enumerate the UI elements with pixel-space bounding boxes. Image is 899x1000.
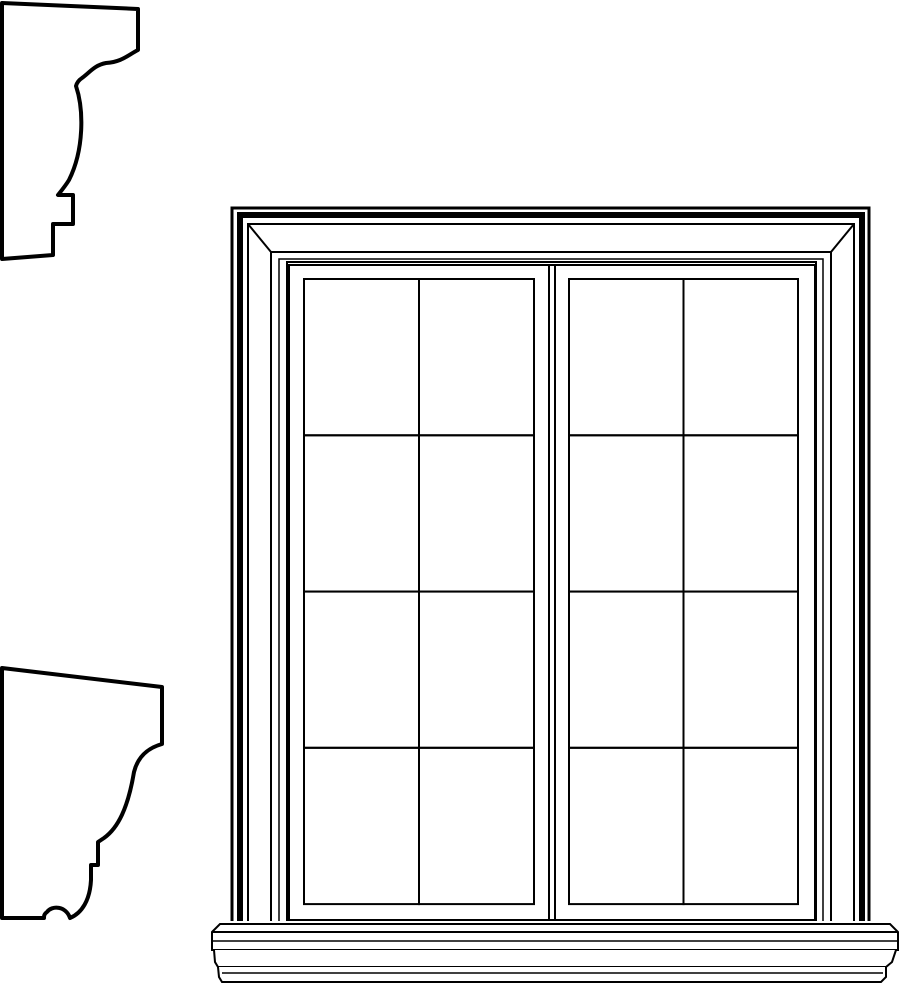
miter-line-right [830,223,855,253]
glass-pane [682,278,799,437]
glass-pane [682,434,799,593]
glass-pane [418,590,535,749]
glass-pane [568,434,685,593]
sill-top-nose [211,923,899,951]
jamb-line-a [278,258,824,921]
glass-pane [418,278,535,437]
glass-pane [303,434,420,593]
sill-molding-profile [0,666,164,920]
glass-pane [303,278,420,437]
glass-pane [568,746,685,906]
window-sill [211,923,899,983]
window-elevation [211,206,899,983]
glass-pane [568,590,685,749]
glass-pane [682,746,799,906]
sill-apron [213,949,897,968]
inner-casing-miter [270,251,832,921]
casing-profile-outline [0,1,140,261]
miter-line-left [247,223,272,253]
casing-molding-profile [0,1,140,261]
outer-casing-frame [230,206,871,921]
sill-profile-outline [0,666,164,920]
glass-pane [682,590,799,749]
sash-frame [288,264,816,921]
glass-pane [418,434,535,593]
glass-pane [303,590,420,749]
sill-bottom-band [217,966,887,983]
glass-pane [303,746,420,906]
glass-pane-grid [303,278,799,906]
casing-inner-band [247,223,855,921]
glass-pane [418,746,535,906]
glass-pane [568,278,685,437]
outer-casing-heavy-line [237,212,865,921]
